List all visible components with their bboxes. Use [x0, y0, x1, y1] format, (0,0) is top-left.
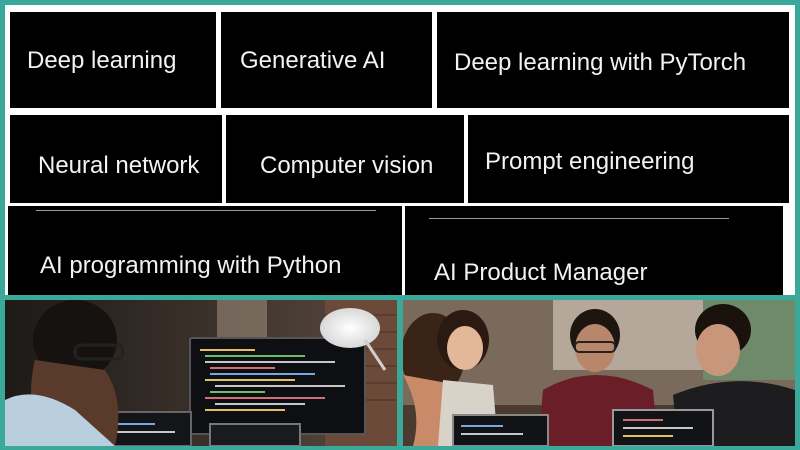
tile-computer-vision[interactable]: Computer vision [226, 115, 464, 203]
divider-line [429, 218, 729, 219]
tile-label: Neural network [38, 152, 200, 179]
tile-label: Deep learning [27, 47, 177, 74]
topic-grid: Deep learning Generative AI Deep learnin… [5, 5, 795, 295]
tile-label: AI programming with Python [40, 252, 342, 279]
tile-ai-product-manager[interactable]: AI Product Manager [405, 206, 783, 295]
photo-person-coding-illustration [5, 300, 397, 446]
photo-students-laptops [403, 300, 795, 446]
tile-label: Computer vision [260, 152, 434, 179]
photo-person-coding [5, 300, 397, 446]
tile-label: Prompt engineering [485, 148, 695, 175]
tile-neural-network[interactable]: Neural network [10, 115, 222, 203]
photo-students-illustration [403, 300, 795, 446]
tile-generative-ai[interactable]: Generative AI [221, 12, 432, 108]
tile-ai-programming-python[interactable]: AI programming with Python [8, 206, 402, 295]
tile-label: AI Product Manager [434, 259, 648, 286]
divider-line [36, 210, 376, 211]
tile-deep-learning-pytorch[interactable]: Deep learning with PyTorch [437, 12, 789, 108]
tile-prompt-engineering[interactable]: Prompt engineering [468, 115, 789, 203]
tile-deep-learning[interactable]: Deep learning [10, 12, 216, 108]
tile-label: Generative AI [240, 47, 386, 74]
tile-label: Deep learning with PyTorch [454, 49, 747, 76]
